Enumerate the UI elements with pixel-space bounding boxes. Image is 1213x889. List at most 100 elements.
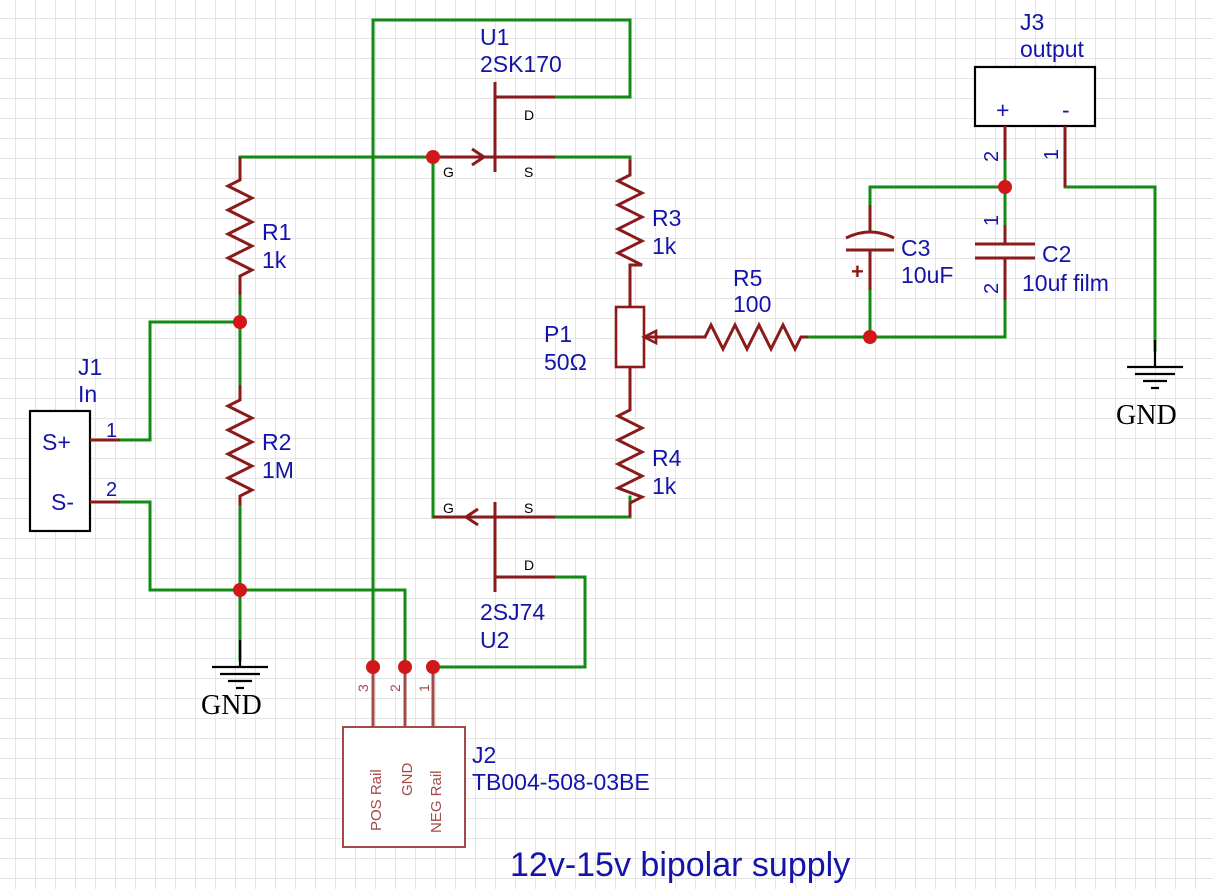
u2-pin-d: D — [524, 557, 534, 573]
r3-ref: R3 — [652, 205, 681, 231]
j1-body — [28, 409, 92, 533]
j3-pin-minus-num: 1 — [1041, 149, 1063, 160]
j2-ref: J2 — [472, 742, 496, 768]
c3-curved-plate — [845, 230, 895, 240]
gnd-right-label: GND — [1116, 400, 1177, 431]
wire-u2-drain — [431, 575, 587, 669]
u2-pin-g: G — [443, 500, 454, 516]
r5-value: 100 — [733, 291, 771, 317]
u2-pin-s: S — [524, 500, 533, 516]
gnd-left-label: GND — [201, 690, 262, 721]
r2-zigzag — [224, 385, 256, 505]
j2-pin3-num: 3 — [355, 684, 371, 692]
junction-gnd — [233, 583, 247, 597]
junction-output — [998, 180, 1012, 194]
p1-ref: P1 — [544, 321, 572, 347]
resistor-r1[interactable]: R1 1k — [224, 157, 291, 295]
wire-r5-out — [806, 298, 1007, 339]
j1-pin1-label: S+ — [42, 429, 71, 455]
r1-value: 1k — [262, 247, 287, 273]
j3-value: output — [1020, 36, 1085, 62]
connector-j1[interactable]: S+ S- 1 2 J1 In — [28, 354, 120, 533]
r5-zigzag — [660, 321, 808, 353]
p1-value: 50Ω — [544, 349, 587, 375]
j1-ref: J1 — [78, 354, 102, 380]
u1-pin-g: G — [443, 164, 454, 180]
r2-value: 1M — [262, 457, 294, 483]
j2-neg-rail-label: NEG Rail — [428, 770, 445, 833]
resistor-r5[interactable]: R5 100 — [660, 265, 808, 353]
junction-r1-r2 — [233, 315, 247, 329]
u1-value: 2SK170 — [480, 51, 562, 77]
c3-polarity: + — [851, 259, 864, 284]
connector-j3[interactable]: + - 2 1 J3 output — [973, 9, 1097, 187]
c3-ref: C3 — [901, 235, 930, 261]
r5-ref: R5 — [733, 265, 762, 291]
resistor-r2[interactable]: R2 1M — [224, 385, 294, 505]
schematic-title: 12v-15v bipolar supply — [510, 846, 850, 884]
u1-pin-d: D — [524, 107, 534, 123]
junction-j2-pin2 — [398, 660, 412, 674]
wire-j3-gnd — [1063, 185, 1157, 352]
c2-ref: C2 — [1042, 241, 1071, 267]
j3-pin-plus-num: 2 — [981, 151, 1003, 162]
r4-value: 1k — [652, 473, 677, 499]
capacitor-c3[interactable]: + C3 10uF — [845, 205, 953, 290]
r3-value: 1k — [652, 233, 677, 259]
u2-gate-arrow-icon — [463, 507, 479, 527]
j1-pin2-label: S- — [51, 489, 74, 515]
j2-body — [342, 726, 466, 848]
r4-zigzag — [614, 367, 646, 517]
u1-ref: U1 — [480, 24, 509, 50]
potentiometer-p1[interactable]: P1 50Ω — [544, 305, 660, 375]
c3-value: 10uF — [901, 262, 953, 288]
wire-u1-source — [498, 155, 632, 177]
junctions — [233, 150, 1012, 674]
j1-value: In — [78, 381, 97, 407]
jfet-u2[interactable]: G S D 2SJ74 U2 — [433, 500, 555, 653]
terminal-block-j2[interactable]: 3 2 1 POS Rail GND NEG Rail J2 TB004-508… — [342, 667, 650, 848]
j2-pos-rail-label: POS Rail — [368, 769, 385, 831]
u1-gate-arrow-icon — [471, 147, 487, 167]
jfet-u1[interactable]: U1 2SK170 D G S — [433, 24, 562, 180]
j3-ref: J3 — [1020, 9, 1044, 35]
wire-in-minus — [118, 500, 407, 669]
c2-pin2: 2 — [981, 283, 1003, 294]
j3-plus-label: + — [996, 97, 1009, 123]
ground-symbol-left: GND — [201, 640, 268, 721]
p1-body — [614, 305, 646, 369]
c2-value: 10uf film — [1022, 270, 1109, 296]
j2-pin1-num: 1 — [416, 684, 432, 692]
j2-value: TB004-508-03BE — [472, 769, 650, 795]
r1-ref: R1 — [262, 219, 291, 245]
junction-j2-pin3 — [366, 660, 380, 674]
u2-ref: U2 — [480, 627, 509, 653]
capacitor-c2[interactable]: 1 2 C2 10uf film — [975, 215, 1109, 300]
j2-pin2-num: 2 — [387, 684, 403, 692]
j1-pin1-num: 1 — [106, 420, 117, 442]
resistor-r3[interactable]: R3 1k — [614, 160, 681, 307]
r4-ref: R4 — [652, 445, 682, 471]
j3-minus-label: - — [1062, 97, 1070, 123]
r2-ref: R2 — [262, 429, 291, 455]
wire-pos-rail — [371, 18, 632, 669]
u1-pin-s: S — [524, 164, 533, 180]
ground-symbol-right: GND — [1116, 340, 1183, 431]
wire-gate-u2 — [431, 155, 472, 519]
j3-body — [973, 65, 1097, 128]
r3-zigzag — [614, 160, 646, 307]
junction-j2-pin1 — [426, 660, 440, 674]
j1-pin2-num: 2 — [106, 479, 117, 501]
u2-value: 2SJ74 — [480, 599, 545, 625]
junction-gate — [426, 150, 440, 164]
wire-in-plus — [118, 320, 242, 442]
wire-c3-pos — [868, 185, 1007, 207]
p1-wiper-arrow-icon — [641, 328, 658, 346]
junction-c3-neg — [863, 330, 877, 344]
wire-u2-source — [498, 495, 632, 519]
r1-zigzag — [224, 157, 256, 295]
resistor-r4[interactable]: R4 1k — [614, 367, 682, 517]
c2-pin1: 1 — [981, 215, 1003, 226]
j2-gnd-label: GND — [399, 763, 416, 797]
